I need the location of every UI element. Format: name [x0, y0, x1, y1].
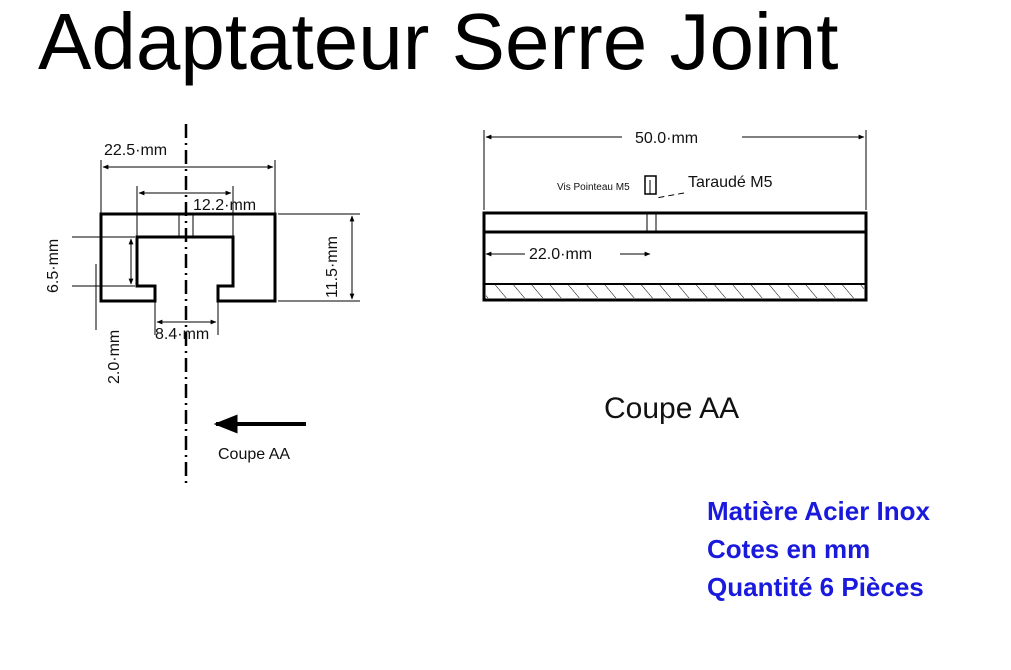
thread-leader — [655, 192, 685, 199]
section-view: Vis Pointeau M5 Taraudé M5 50.0·mm 22.0·… — [482, 125, 868, 425]
dim-slot-bottom-label: 8.4·mm — [155, 326, 209, 343]
dim-width-label: 22.5·mm — [104, 142, 167, 159]
section-hatch — [486, 284, 864, 298]
screw-label: Vis Pointeau M5 — [557, 182, 630, 193]
section-view-title: Coupe AA — [604, 392, 739, 425]
drawing-title: Adaptateur Serre Joint — [38, 0, 839, 86]
material-note: Matière Acier Inox — [707, 496, 931, 526]
dim-slot-top-label: 12.2·mm — [193, 197, 256, 214]
units-note: Cotes en mm — [707, 534, 871, 564]
section-arrow-label: Coupe AA — [218, 446, 290, 463]
front-view: 22.5·mm 12.2·mm 8.4·mm 11.5·mm 6.5·mm 2.… — [45, 124, 360, 486]
adapter-profile — [99, 212, 277, 303]
dim-hole-pos-label: 22.0·mm — [529, 246, 592, 263]
dim-slot-depth-label: 6.5·mm — [45, 239, 62, 293]
dim-height-label: 11.5·mm — [324, 236, 341, 298]
drawing-notes: Matière Acier Inox Cotes en mm Quantité … — [707, 492, 930, 606]
section-body — [482, 211, 868, 302]
quantity-note: Quantité 6 Pièces — [707, 572, 924, 602]
thread-label: Taraudé M5 — [688, 174, 773, 191]
dim-length-label: 50.0·mm — [635, 130, 698, 147]
dim-lip-label: 2.0·mm — [106, 330, 123, 384]
